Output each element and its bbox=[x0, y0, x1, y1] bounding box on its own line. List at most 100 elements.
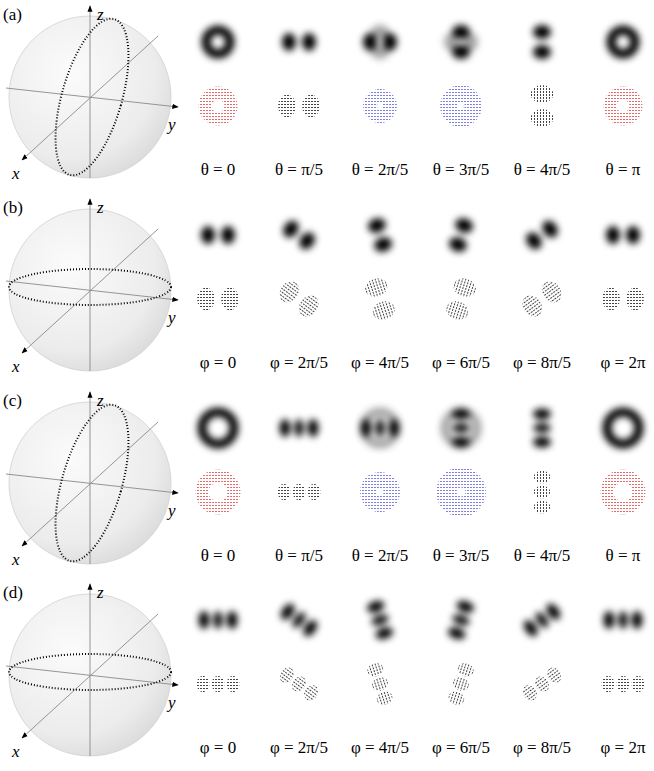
intensity-lobe bbox=[199, 611, 210, 629]
beam-intensity bbox=[533, 409, 551, 448]
panel-letter: (a) bbox=[3, 6, 22, 23]
intensity-lobes bbox=[371, 25, 389, 59]
intensity-lobe bbox=[214, 611, 223, 629]
intensity-lobe bbox=[533, 25, 551, 39]
panel-letter: (c) bbox=[3, 392, 22, 409]
pattern-lobe bbox=[534, 486, 550, 499]
pattern-lobe bbox=[197, 676, 210, 692]
pattern-lobe bbox=[227, 676, 240, 692]
pattern-hole bbox=[457, 488, 466, 497]
pattern-ring bbox=[610, 93, 636, 119]
angle-label: θ = 4π/5 bbox=[514, 161, 571, 178]
angle-label: θ = π bbox=[606, 547, 641, 564]
intensity-lobe bbox=[626, 226, 640, 244]
intensity-lobe bbox=[632, 611, 643, 629]
axis-label: z bbox=[97, 392, 104, 409]
beam-intensity bbox=[523, 218, 561, 253]
pattern-lobe bbox=[617, 676, 630, 692]
y-axis bbox=[6, 474, 178, 493]
bloch-sphere bbox=[6, 199, 178, 371]
intensity-lobes bbox=[523, 218, 561, 253]
intensity-lobes bbox=[199, 611, 238, 629]
state-path bbox=[41, 11, 143, 183]
pattern-lobe bbox=[444, 298, 471, 322]
intensity-lobe bbox=[280, 218, 302, 241]
hologram-pattern bbox=[360, 472, 400, 512]
pattern-lobe bbox=[531, 109, 554, 127]
panel-letter: (b) bbox=[3, 199, 23, 216]
beam-intensity bbox=[521, 601, 563, 638]
beam-intensity bbox=[280, 218, 318, 253]
pattern-lobe bbox=[370, 298, 397, 322]
intensity-lobes bbox=[278, 601, 320, 638]
axis-label: x bbox=[12, 551, 20, 568]
beam-intensity bbox=[445, 409, 477, 448]
intensity-lobe bbox=[372, 235, 393, 254]
pattern-lobe bbox=[301, 682, 321, 703]
pattern-lobe bbox=[375, 690, 394, 707]
pattern-hole bbox=[376, 488, 383, 495]
intensity-lobe bbox=[308, 419, 319, 437]
pattern-hole bbox=[377, 103, 383, 109]
intensity-ring bbox=[206, 30, 230, 54]
z-axis bbox=[90, 584, 91, 756]
hologram-pattern bbox=[440, 85, 482, 127]
axis-label: x bbox=[12, 165, 20, 182]
hologram-pattern bbox=[610, 93, 636, 119]
intensity-ring bbox=[607, 412, 639, 444]
intensity-lobes bbox=[606, 226, 640, 244]
intensity-lobe bbox=[523, 229, 545, 252]
pattern-lobe bbox=[520, 682, 540, 703]
pattern-lobe bbox=[293, 484, 306, 500]
pattern-ring bbox=[202, 476, 234, 508]
hologram-pattern bbox=[278, 95, 320, 118]
angle-label: θ = 4π/5 bbox=[514, 547, 571, 564]
intensity-lobe bbox=[366, 216, 387, 235]
pattern-lobe bbox=[366, 661, 385, 678]
intensity-lobes bbox=[533, 25, 551, 59]
angle-label: φ = 2π bbox=[601, 739, 646, 756]
hologram-pattern bbox=[436, 467, 486, 517]
hologram-pattern bbox=[602, 288, 644, 311]
intensity-ring bbox=[611, 30, 635, 54]
hologram-pattern bbox=[202, 476, 234, 508]
angle-label: θ = 0 bbox=[201, 547, 236, 564]
axis-label: y bbox=[168, 309, 176, 326]
x-axis bbox=[22, 614, 158, 738]
hologram-pattern bbox=[518, 278, 565, 321]
axis-label: y bbox=[168, 116, 176, 133]
pattern-lobe bbox=[518, 292, 546, 321]
intensity-lobe bbox=[464, 33, 478, 51]
intensity-lobe bbox=[221, 226, 235, 244]
angle-label: φ = 0 bbox=[200, 354, 236, 371]
beam-intensity bbox=[278, 601, 320, 638]
intensity-lobes bbox=[604, 611, 643, 629]
angle-label: φ = 2π bbox=[601, 354, 646, 371]
axis-label: z bbox=[97, 6, 104, 23]
pattern-lobe bbox=[275, 278, 303, 307]
hologram-pattern bbox=[366, 661, 395, 707]
angle-label: φ = 6π/5 bbox=[432, 354, 490, 371]
hologram-pattern bbox=[534, 471, 550, 514]
intensity-lobe bbox=[604, 611, 615, 629]
x-axis bbox=[22, 422, 158, 546]
beam-intensity bbox=[363, 25, 397, 59]
intensity-lobe bbox=[295, 419, 304, 437]
pattern-lobe bbox=[363, 276, 390, 300]
intensity-lobes bbox=[280, 419, 319, 437]
hologram-pattern bbox=[363, 89, 397, 123]
intensity-lobe bbox=[282, 33, 296, 51]
hologram-pattern bbox=[363, 276, 397, 323]
intensity-lobe bbox=[444, 33, 458, 51]
angle-label: θ = 2π/5 bbox=[352, 161, 409, 178]
intensity-lobes bbox=[447, 216, 475, 254]
intensity-lobes bbox=[533, 409, 551, 448]
z-axis bbox=[90, 199, 91, 371]
beam-intensity bbox=[446, 599, 475, 642]
intensity-lobes bbox=[282, 33, 316, 51]
intensity-ring bbox=[202, 412, 234, 444]
y-axis bbox=[6, 281, 178, 300]
pattern-lobe bbox=[531, 85, 554, 103]
intensity-lobes bbox=[366, 216, 394, 254]
intensity-lobe bbox=[533, 409, 551, 420]
